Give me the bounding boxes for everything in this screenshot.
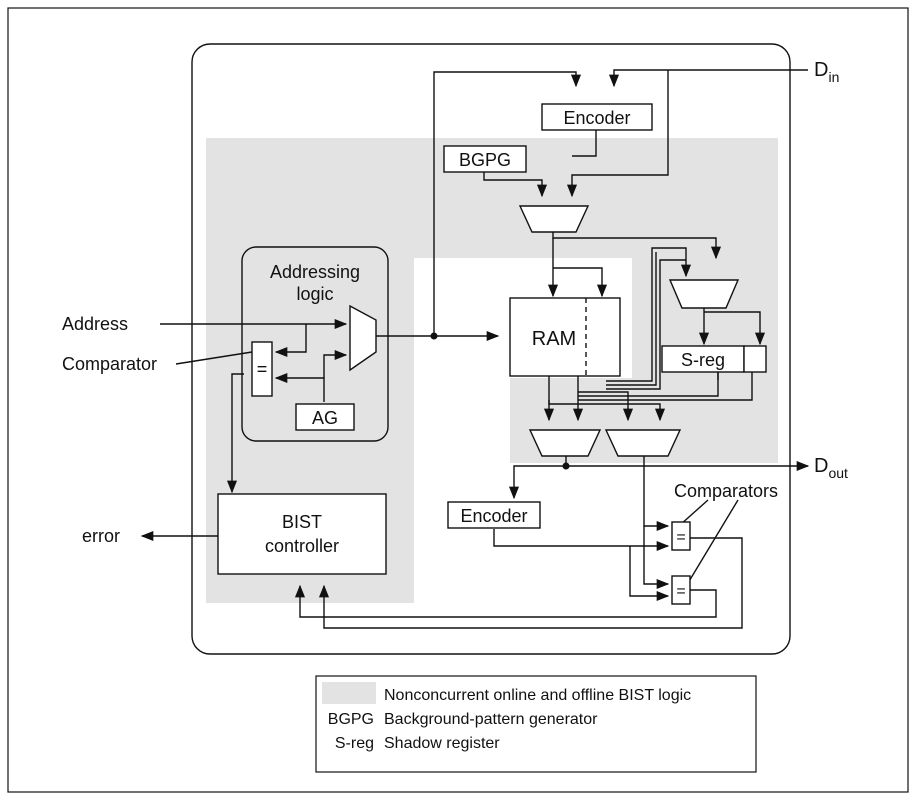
legend-bgpg-desc: Background-pattern generator bbox=[384, 711, 598, 728]
bist-controller-label-line2: controller bbox=[265, 536, 339, 556]
bgpg-block bbox=[443, 145, 527, 173]
legend-shade-desc: Nonconcurrent online and offline BIST lo… bbox=[384, 687, 691, 704]
junction-dot bbox=[562, 462, 570, 470]
bgpg-label: BGPG bbox=[459, 150, 511, 170]
figure-frame bbox=[7, 7, 909, 793]
ram-block bbox=[509, 297, 621, 377]
ag-label: AG bbox=[312, 408, 338, 428]
din-label: Din bbox=[814, 59, 839, 85]
bist-controller-label-line1: BIST bbox=[282, 512, 322, 532]
ag-block bbox=[295, 403, 355, 431]
output-comparator-2 bbox=[671, 575, 691, 605]
legend-sreg-desc: Shadow register bbox=[384, 735, 500, 752]
address-comparator-symbol: = bbox=[257, 359, 268, 379]
legend-box bbox=[315, 675, 757, 773]
encoder-bottom-block bbox=[447, 501, 541, 529]
address-label: Address bbox=[62, 314, 128, 334]
output-comparator-1-symbol: = bbox=[676, 529, 685, 546]
output-comparator-1 bbox=[671, 521, 691, 551]
sreg-extension bbox=[743, 345, 767, 373]
addressing-logic-label-line1: Addressing bbox=[270, 262, 360, 282]
bist-controller-block bbox=[217, 493, 387, 575]
encoder-bottom-label: Encoder bbox=[460, 506, 527, 526]
output-mux-right bbox=[604, 429, 682, 457]
ram-label: RAM bbox=[532, 328, 576, 350]
error-label: error bbox=[82, 526, 120, 546]
legend-sreg-abbr: S-reg bbox=[335, 735, 374, 752]
addressing-logic-group bbox=[241, 246, 389, 442]
addressing-logic-label-line2: logic bbox=[296, 284, 333, 304]
dout-label: Dout bbox=[814, 455, 848, 481]
encoder-top-label: Encoder bbox=[563, 108, 630, 128]
wires bbox=[140, 69, 810, 629]
comparator-label: Comparator bbox=[62, 354, 157, 374]
shadow-mux bbox=[668, 279, 740, 309]
comparators-label: Comparators bbox=[674, 481, 778, 501]
input-mux bbox=[518, 205, 590, 233]
legend-bgpg-abbr: BGPG bbox=[328, 711, 374, 728]
sreg-label: S-reg bbox=[681, 350, 725, 370]
address-comparator bbox=[251, 341, 273, 397]
legend-shade-swatch bbox=[322, 682, 376, 704]
output-mux-left bbox=[528, 429, 602, 457]
address-mux bbox=[349, 304, 377, 372]
output-comparator-2-symbol: = bbox=[676, 583, 685, 600]
encoder-top-block bbox=[541, 103, 653, 131]
junction-dot bbox=[430, 332, 438, 340]
